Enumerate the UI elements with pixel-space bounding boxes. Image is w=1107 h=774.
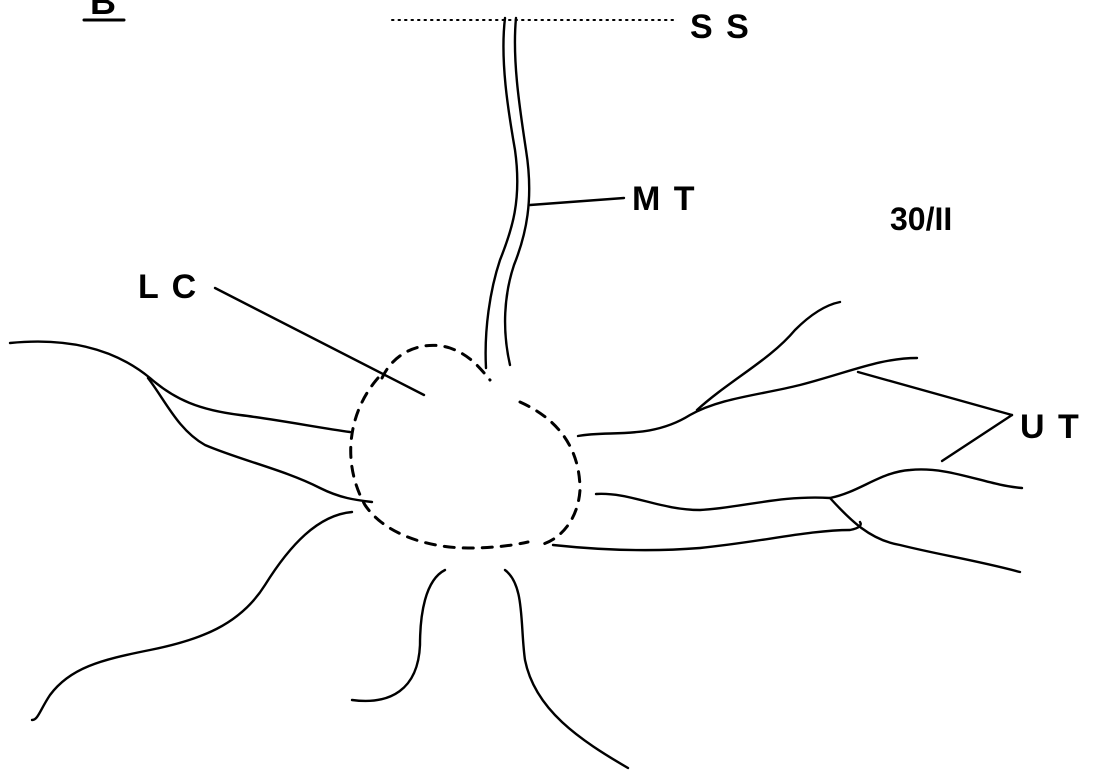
dendrite-left-lower	[32, 512, 352, 720]
dendrite-left-2	[148, 378, 372, 502]
mt-trunk-left	[486, 18, 518, 368]
dendrite-bottom-left	[352, 570, 445, 701]
ut-pointer-lower	[942, 415, 1012, 461]
lc-label: L C	[138, 268, 198, 306]
dendrite-bottom-right	[505, 570, 628, 768]
cell-body-outline-right	[520, 402, 580, 545]
dendrite-right-upper-branch	[697, 302, 840, 410]
cell-body-outline	[382, 345, 490, 380]
ut-pointer-upper	[858, 372, 1012, 415]
mt-label: M T	[632, 180, 697, 218]
dendrite-right-middle-branch	[830, 498, 1020, 572]
dendrite-right-middle	[596, 469, 1022, 510]
dendrite-left-1	[10, 342, 350, 432]
lc-pointer-line	[215, 288, 424, 395]
mt-pointer-line	[530, 198, 624, 205]
ut-label: U T	[1020, 408, 1081, 446]
ss-label: S S	[690, 8, 751, 46]
figure-id: 30/II	[890, 201, 952, 237]
cell-body-outline-left	[351, 378, 528, 548]
dendrite-right-lower	[553, 522, 861, 550]
